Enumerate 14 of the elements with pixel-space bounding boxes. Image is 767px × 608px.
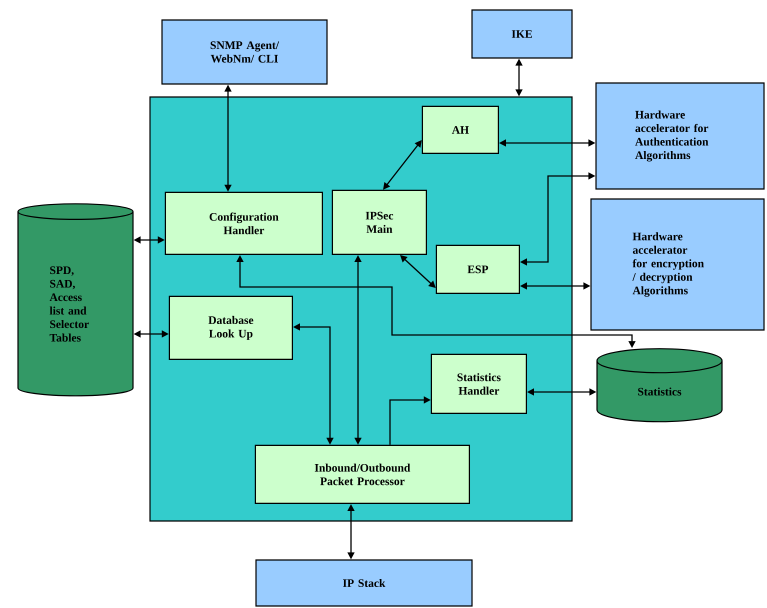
component-box: Statistics Handler — [430, 354, 527, 414]
component-box: IKE — [471, 9, 573, 59]
component-box: Hardware accelerator for Authentication Algorithms — [595, 82, 765, 190]
database-cylinder: SPD, SAD, Access list and Selector Tables — [17, 203, 134, 396]
component-box: ESP — [436, 244, 520, 294]
component-box: SNMP Agent/ WebNm/ CLI — [161, 19, 328, 85]
component-box: Hardware accelerator for encryption / decryption Algorithms — [590, 198, 765, 331]
component-box: IP Stack — [255, 559, 473, 607]
database-cylinder: Statistics — [596, 348, 723, 422]
component-box: Configuration Handler — [164, 192, 323, 255]
component-box: Inbound/Outbound Packet Processor — [254, 444, 470, 504]
component-box: IPSec Main — [332, 190, 428, 255]
component-box: Database Look Up — [168, 296, 293, 360]
component-box: AH — [422, 106, 499, 154]
